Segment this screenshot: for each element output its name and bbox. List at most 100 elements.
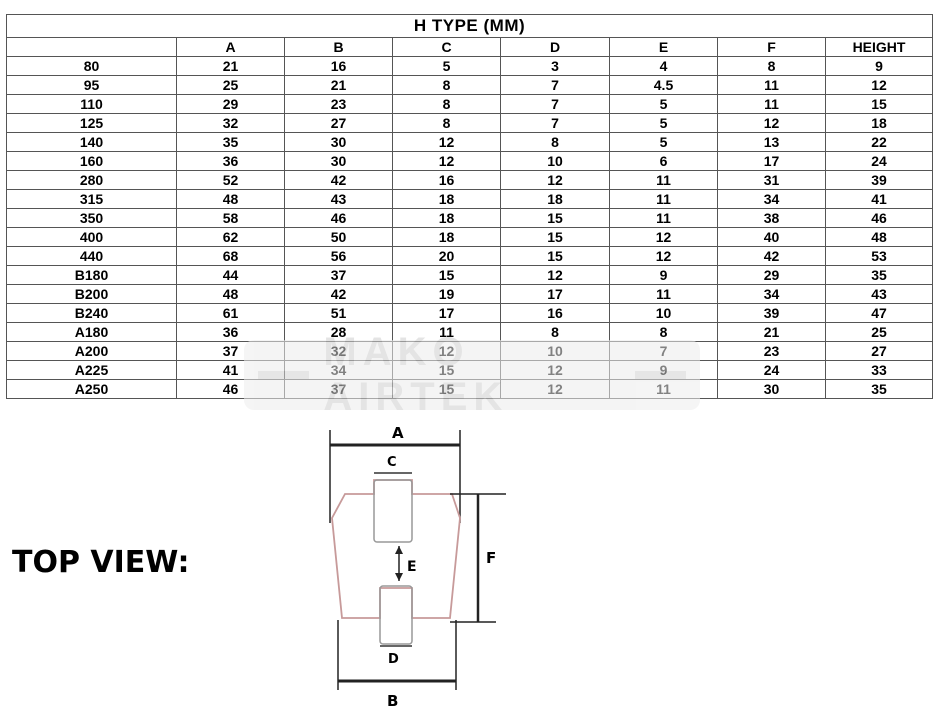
dim-c-label: C [387,455,397,470]
value-cell: 38 [717,208,826,228]
value-cell: 11 [609,208,718,228]
value-cell: 24 [717,360,826,380]
value-cell: 15 [824,94,934,114]
value-cell: 8 [392,75,501,95]
value-cell: 11 [717,94,826,114]
value-cell: 34 [717,189,826,209]
table-title-row: H TYPE (MM) [5,14,934,38]
size-cell: 400 [6,227,177,247]
value-cell: 5 [609,94,718,114]
value-cell: 42 [284,170,393,190]
value-cell: 3 [500,56,610,76]
upper-slot [373,479,413,543]
header-cell-d: D [500,37,610,57]
value-cell: 39 [824,170,934,190]
value-cell: 33 [824,360,934,380]
value-cell: 21 [176,56,285,76]
value-cell: 8 [392,113,501,133]
value-cell: 35 [176,132,285,152]
header-cell-b: B [284,37,393,57]
dim-a-label: A [392,424,404,442]
size-cell: A225 [6,360,177,380]
value-cell: 46 [284,208,393,228]
dim-e-label: E [407,559,417,575]
value-cell: 58 [176,208,285,228]
value-cell: 4.5 [609,75,718,95]
value-cell: 12 [392,341,501,361]
size-cell: A180 [6,322,177,342]
value-cell: 5 [392,56,501,76]
value-cell: 28 [284,322,393,342]
value-cell: 22 [824,132,934,152]
size-cell: 350 [6,208,177,228]
value-cell: 42 [284,284,393,304]
value-cell: 11 [609,189,718,209]
value-cell: 11 [609,284,718,304]
value-cell: 51 [284,303,393,323]
value-cell: 10 [500,341,610,361]
value-cell: 37 [284,379,393,399]
value-cell: 35 [824,265,934,285]
value-cell: 7 [609,341,718,361]
value-cell: 10 [609,303,718,323]
size-cell: 440 [6,246,177,266]
value-cell: 44 [176,265,285,285]
value-cell: 27 [284,113,393,133]
value-cell: 39 [717,303,826,323]
value-cell: 24 [824,151,934,171]
size-cell: A200 [6,341,177,361]
header-cell-c: C [392,37,501,57]
value-cell: 43 [284,189,393,209]
value-cell: 11 [609,379,718,399]
value-cell: 25 [824,322,934,342]
value-cell: 9 [609,360,718,380]
value-cell: 4 [609,56,718,76]
table-title: H TYPE (MM) [5,14,934,38]
size-cell: B240 [6,303,177,323]
value-cell: 8 [717,56,826,76]
value-cell: 18 [392,227,501,247]
body-outline [331,479,461,619]
value-cell: 25 [176,75,285,95]
value-cell: 15 [392,360,501,380]
size-cell: B200 [6,284,177,304]
value-cell: 13 [717,132,826,152]
header-cell-f: F [717,37,826,57]
value-cell: 11 [609,170,718,190]
value-cell: 46 [176,379,285,399]
value-cell: 34 [284,360,393,380]
value-cell: 12 [500,170,610,190]
size-cell: 125 [6,113,177,133]
size-cell: B180 [6,265,177,285]
value-cell: 56 [284,246,393,266]
value-cell: 16 [392,170,501,190]
lower-slot [379,585,413,645]
value-cell: 46 [824,208,934,228]
value-cell: 23 [717,341,826,361]
value-cell: 12 [717,113,826,133]
value-cell: 11 [717,75,826,95]
dim-e-arrow-down [395,573,403,581]
value-cell: 12 [500,360,610,380]
value-cell: 19 [392,284,501,304]
value-cell: 35 [824,379,934,399]
value-cell: 21 [284,75,393,95]
value-cell: 10 [500,151,610,171]
size-cell: A250 [6,379,177,399]
value-cell: 12 [824,75,934,95]
header-cell-height: HEIGHT [824,37,934,57]
value-cell: 15 [500,208,610,228]
